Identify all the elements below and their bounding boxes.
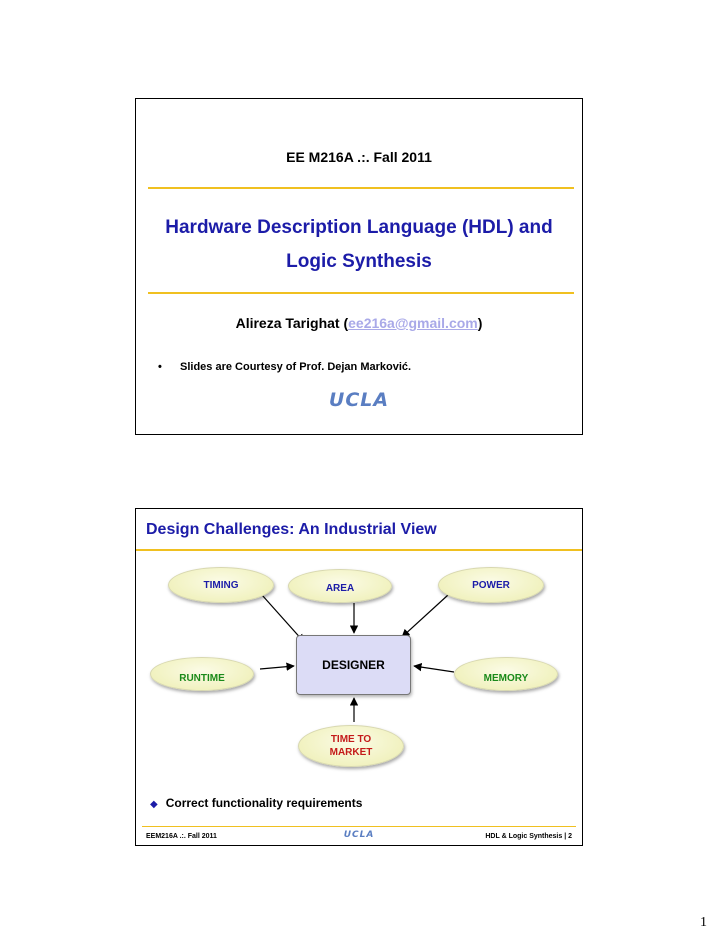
footer-course: EEM216A .:. Fall 2011 [146, 833, 217, 840]
credit-text: Slides are Courtesy of Prof. Dejan Marko… [180, 361, 412, 373]
time-to-market-line1: TIME TO [330, 734, 372, 745]
footer-ucla-logo: UCLA [343, 830, 375, 840]
time-to-market-line2: MARKET [329, 747, 373, 758]
area-node: AREA [288, 569, 392, 603]
timing-node: TIMING [168, 567, 274, 603]
slide-title: Hardware Description Language (HDL) and … [146, 211, 572, 279]
functionality-text: Correct functionality requirements [165, 796, 363, 810]
functionality-bullet: ◆ Correct functionality requirements [150, 796, 362, 810]
arrow-timing [261, 594, 305, 643]
course-label: EE M216A .:. Fall 2011 [286, 149, 432, 165]
design-challenges-slide: Design Challenges: An Industrial View TI… [135, 508, 583, 846]
author-close-paren: ) [477, 315, 483, 331]
divider-top [148, 187, 574, 189]
arrow-runtime [259, 662, 295, 671]
title-slide: EE M216A .:. Fall 2011 Hardware Descript… [135, 98, 583, 435]
divider-bottom [148, 292, 574, 294]
memory-node: MEMORY [454, 657, 558, 691]
ucla-logo: UCLA [328, 389, 390, 411]
arrow-memory [413, 662, 455, 673]
title-underline [136, 549, 582, 551]
slide-title-line1: Hardware Description Language (HDL) and [165, 217, 553, 238]
author-line: Alireza Tarighat (ee216a@gmail.com) [136, 315, 582, 331]
footer-divider [142, 826, 576, 827]
author-name: Alireza Tarighat ( [235, 315, 349, 331]
diamond-bullet-icon: ◆ [150, 799, 158, 810]
slide-title: Design Challenges: An Industrial View [146, 521, 437, 538]
credit-bullet: • Slides are Courtesy of Prof. Dejan Mark… [158, 361, 411, 373]
slide-title-line2: Logic Synthesis [286, 251, 432, 272]
arrow-power [401, 594, 449, 638]
designer-box: DESIGNER [296, 635, 411, 695]
power-node: POWER [438, 567, 544, 603]
footer-slide-number: HDL & Logic Synthesis | 2 [485, 833, 572, 840]
time-to-market-node: TIME TO MARKET [298, 725, 404, 767]
bullet-dot: • [158, 361, 162, 373]
author-email-link[interactable]: ee216a@gmail.com [348, 315, 478, 331]
page-number: 1 [700, 915, 707, 930]
diagram-arrows [259, 594, 455, 722]
runtime-node: RUNTIME [150, 657, 254, 691]
